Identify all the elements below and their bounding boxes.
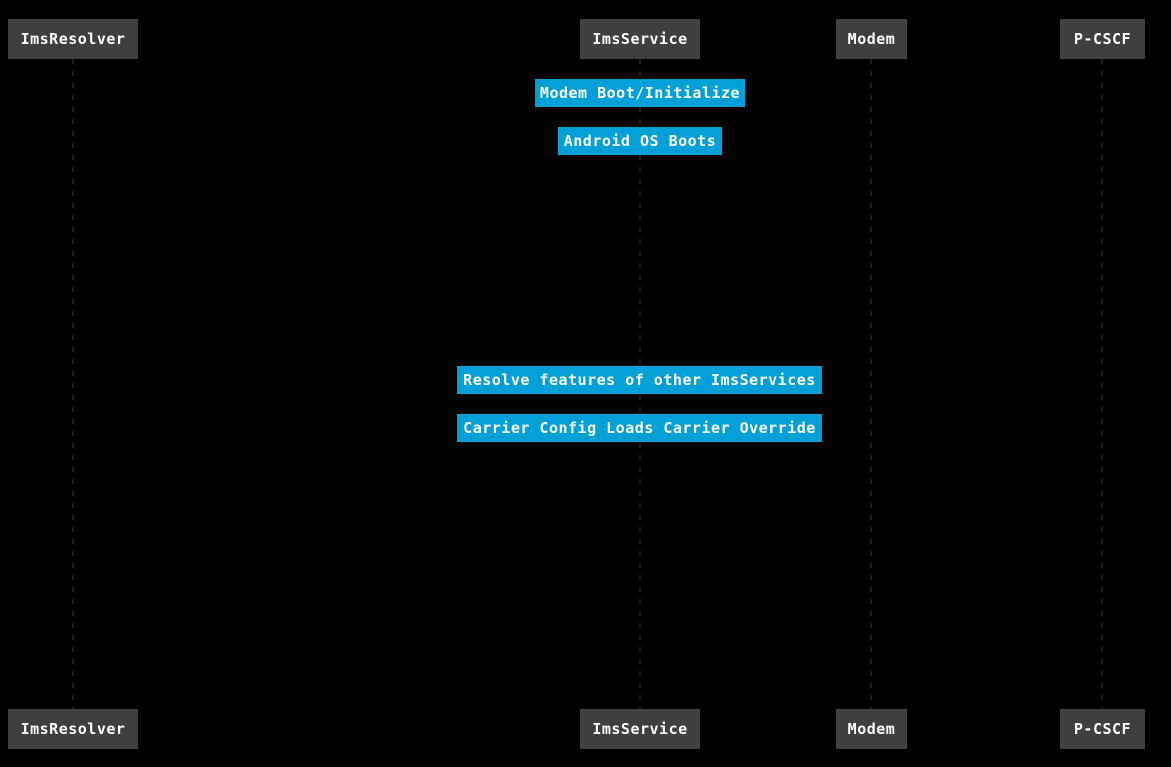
participant-footer-ims-service[interactable]: ImsService	[580, 709, 700, 749]
participant-label: P-CSCF	[1073, 30, 1132, 48]
divider-carrier-config-override[interactable]: Carrier Config Loads Carrier Override	[457, 414, 822, 442]
lifeline-modem	[870, 59, 872, 709]
divider-label: Resolve features of other ImsServices	[463, 371, 816, 389]
participant-label: ImsResolver	[20, 30, 126, 48]
participant-label: ImsResolver	[20, 720, 126, 738]
participant-header-ims-service[interactable]: ImsService	[580, 19, 700, 59]
divider-label: Android OS Boots	[563, 132, 717, 150]
participant-header-modem[interactable]: Modem	[836, 19, 907, 59]
participant-label: ImsService	[592, 30, 688, 48]
lifeline-ims-resolver	[72, 59, 74, 709]
participant-footer-p-cscf[interactable]: P-CSCF	[1060, 709, 1145, 749]
divider-modem-boot[interactable]: Modem Boot/Initialize	[535, 79, 745, 107]
divider-resolve-features[interactable]: Resolve features of other ImsServices	[457, 366, 822, 394]
participant-label: ImsService	[592, 720, 688, 738]
participant-header-ims-resolver[interactable]: ImsResolver	[8, 19, 138, 59]
participant-header-p-cscf[interactable]: P-CSCF	[1060, 19, 1145, 59]
participant-footer-ims-resolver[interactable]: ImsResolver	[8, 709, 138, 749]
divider-label: Modem Boot/Initialize	[539, 84, 741, 102]
lifeline-p-cscf	[1101, 59, 1103, 709]
divider-label: Carrier Config Loads Carrier Override	[463, 419, 816, 437]
participant-label: Modem	[847, 720, 896, 738]
participant-label: P-CSCF	[1073, 720, 1132, 738]
participant-label: Modem	[847, 30, 896, 48]
divider-android-os-boots[interactable]: Android OS Boots	[558, 127, 722, 155]
participant-footer-modem[interactable]: Modem	[836, 709, 907, 749]
